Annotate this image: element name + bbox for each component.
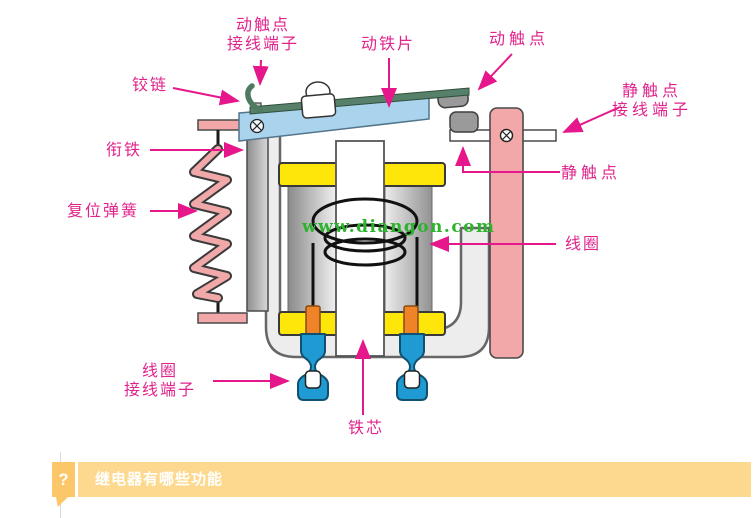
screw-icon xyxy=(499,128,514,143)
label-line: 接线端子 xyxy=(123,382,197,399)
watermark-text: www.diangon.com xyxy=(302,217,496,237)
static-contact-shape xyxy=(449,111,479,133)
reset-spring xyxy=(189,119,248,324)
coil-assembly xyxy=(278,140,446,357)
label-reset-spring: 复位弹簧 xyxy=(66,203,140,220)
contact-lead-wire xyxy=(245,83,263,113)
label-coil: 线圈 xyxy=(564,236,602,253)
label-moving-iron-piece: 动铁片 xyxy=(360,36,416,53)
question-mark-icon: ? xyxy=(52,462,75,497)
armature-bar xyxy=(246,129,269,312)
question-bubble-tail xyxy=(56,497,68,507)
label-moving-contact-terminal: 动触点 接线端子 xyxy=(227,16,299,54)
relay-illustration xyxy=(150,53,621,415)
label-static-contact-terminal: 静触点 接线端子 xyxy=(612,82,692,120)
label-line: 动触点 xyxy=(235,17,291,34)
label-line: 静触点 xyxy=(621,83,683,100)
label-iron-core: 铁芯 xyxy=(347,420,385,437)
static-contact-assembly xyxy=(449,107,557,359)
question-heading-text: 继电器有哪些功能 xyxy=(95,471,224,488)
label-line: 接线端子 xyxy=(611,102,693,119)
screw-icon xyxy=(249,118,265,134)
label-armature: 衔铁 xyxy=(105,142,143,159)
label-static-contact: 静触点 xyxy=(560,165,622,182)
label-moving-contact: 动触点 xyxy=(488,31,550,48)
coil-winding xyxy=(311,197,419,311)
label-hinge: 铰链 xyxy=(131,77,169,94)
label-arrows xyxy=(150,53,621,415)
coil-terminal-tabs xyxy=(297,333,428,401)
question-heading-bar: 继电器有哪些功能 xyxy=(78,462,751,497)
label-coil-terminal: 线圈 接线端子 xyxy=(124,362,196,400)
moving-armature-assembly xyxy=(238,81,470,142)
label-line: 线圈 xyxy=(141,363,179,380)
label-line: 接线端子 xyxy=(226,36,300,53)
coil-lead-connectors xyxy=(305,305,419,336)
